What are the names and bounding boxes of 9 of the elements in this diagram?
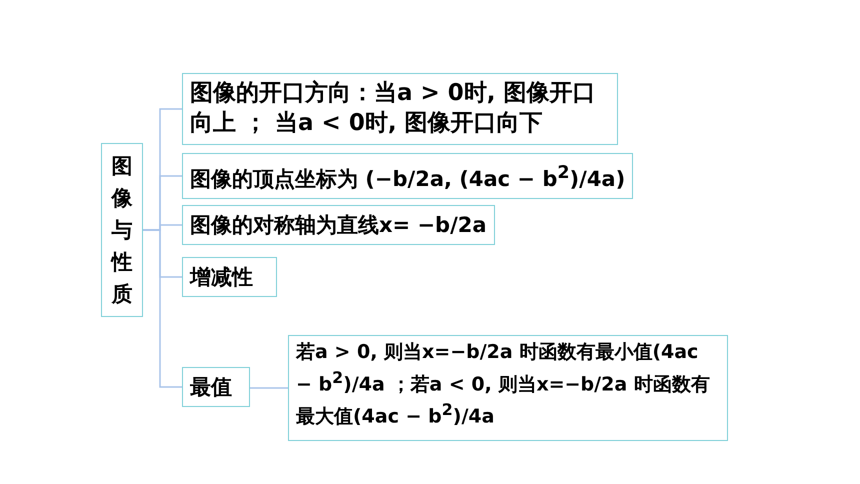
topic-box: 图像的开口方向：当a > 0时, 图像开口向上 ； 当a < 0时, 图像开口向下: [182, 73, 618, 145]
detail-box: 若a > 0, 则当x=−b/2a 时函数有最小值(4ac − b$^{2}$)/4a ；若a < 0, 则当x=−b/2a 时函数有最大值(4ac − b$^{2}$)/4a: [288, 335, 728, 441]
topic-box: 最值: [182, 367, 250, 407]
topic-box: 图像的对称轴为直线x= −b/2a: [182, 205, 495, 245]
topic-box: 增减性: [182, 257, 277, 297]
connector-line: [143, 229, 182, 388]
title-box: 图像与性质: [101, 143, 143, 317]
connector-line: [250, 387, 288, 389]
topic-box: 图像的顶点坐标为 (−b/2a, (4ac − b$^{2}$)/4a): [182, 153, 634, 199]
